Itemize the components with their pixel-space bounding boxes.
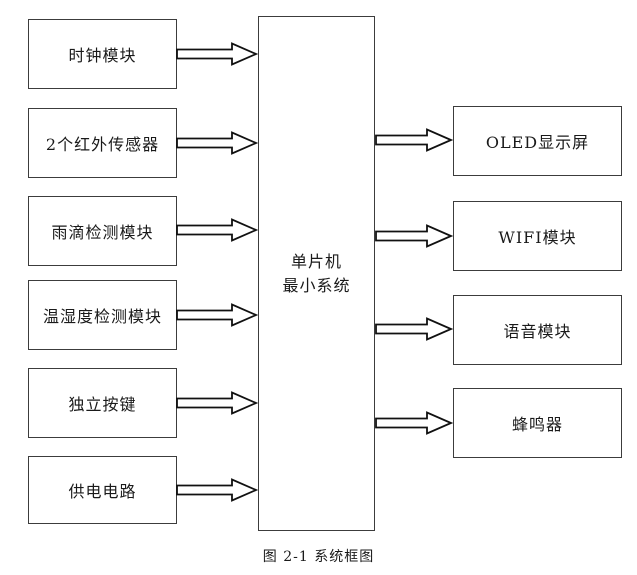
mcu-label-line2: 最小系统 — [282, 275, 351, 295]
module-box-clock: 时钟模块 — [28, 19, 177, 89]
block-arrow-right-icon — [176, 131, 258, 155]
block-arrow-right-icon — [176, 478, 258, 502]
mcu-label-line1: 单片机 — [290, 251, 342, 271]
block-arrow-right-icon — [375, 317, 453, 341]
module-label: 独立按键 — [68, 395, 137, 414]
module-box-wifi: WIFI模块 — [453, 201, 622, 271]
module-label: 供电电路 — [68, 482, 137, 501]
module-label: WIFI模块 — [498, 228, 577, 247]
module-label: OLED显示屏 — [485, 133, 590, 152]
block-arrow-right-icon — [176, 42, 258, 66]
module-label: 蜂鸣器 — [511, 415, 563, 434]
block-arrow-right-icon — [375, 224, 453, 248]
module-box-voice: 语音模块 — [453, 295, 622, 365]
module-box-oled-display: OLED显示屏 — [453, 106, 622, 176]
module-box-buzzer: 蜂鸣器 — [453, 388, 622, 458]
block-arrow-right-icon — [375, 411, 453, 435]
block-arrow-right-icon — [176, 218, 258, 242]
mcu-minimal-system-box: 单片机 最小系统 — [258, 16, 375, 531]
module-label: 2个红外传感器 — [45, 135, 160, 154]
module-label: 温湿度检测模块 — [42, 307, 162, 326]
module-box-infrared-sensors: 2个红外传感器 — [28, 108, 177, 178]
module-box-raindrop-detection: 雨滴检测模块 — [28, 196, 177, 266]
module-label: 雨滴检测模块 — [51, 223, 154, 242]
figure-caption: 图 2-1 系统框图 — [262, 549, 375, 565]
block-arrow-right-icon — [176, 391, 258, 415]
module-box-independent-keys: 独立按键 — [28, 368, 177, 438]
block-arrow-right-icon — [375, 128, 453, 152]
module-box-power-supply: 供电电路 — [28, 456, 177, 524]
module-box-temp-humidity-detection: 温湿度检测模块 — [28, 280, 177, 350]
module-label: 时钟模块 — [68, 46, 137, 65]
block-arrow-right-icon — [176, 303, 258, 327]
module-label: 语音模块 — [503, 322, 572, 341]
